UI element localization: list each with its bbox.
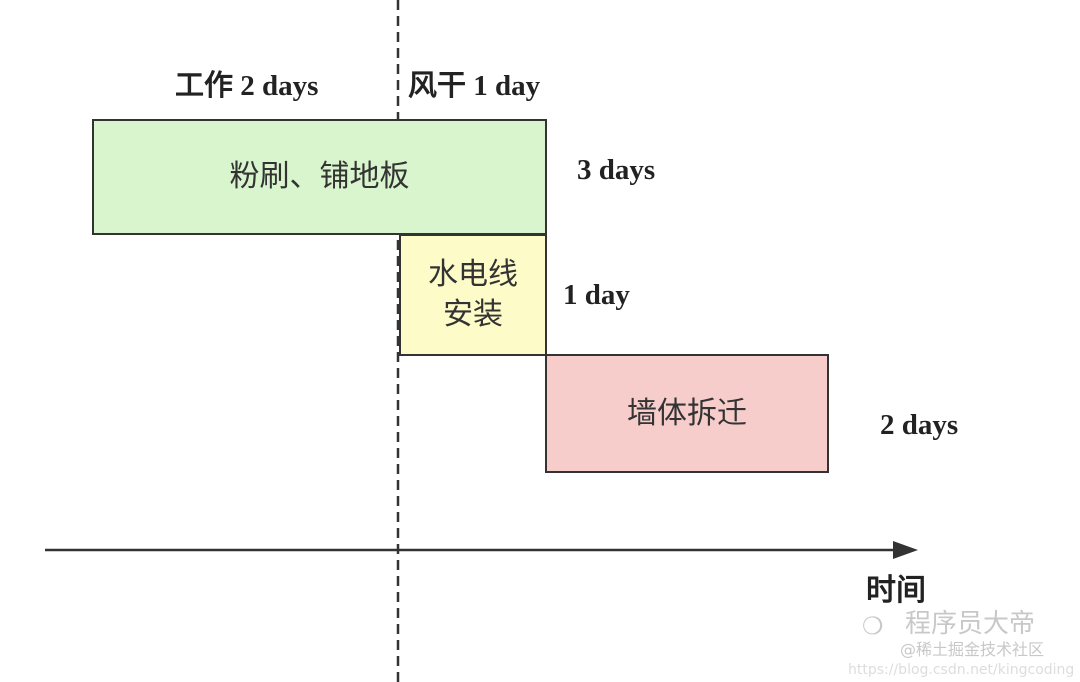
task-demolition: 墙体拆迁 (545, 354, 829, 473)
task-plumbing-electrical: 水电线安装 (399, 234, 547, 356)
task-name: 墙体拆迁 (627, 395, 747, 431)
duration-plaster: 3 days (577, 154, 656, 186)
work-label: 工作 2 days (175, 70, 319, 102)
task-plaster-floor: 粉刷、铺地板 (92, 119, 547, 235)
task-name: 粉刷、铺地板 (229, 159, 410, 194)
watermark-url: https://blog.csdn.net/kingcoding (848, 662, 1075, 678)
dry-label: 风干 1 day (408, 70, 541, 102)
watermark-community: @稀土掘金技术社区 (900, 640, 1045, 659)
time-axis-arrowhead (893, 541, 918, 559)
wechat-icon: ❍ (862, 612, 884, 640)
duration-plumbing: 1 day (563, 279, 630, 311)
time-axis-label: 时间 (866, 574, 926, 607)
duration-demolition: 2 days (880, 409, 959, 441)
task-name: 水电线安装 (428, 257, 518, 332)
watermark-brand: 程序员大帝 (905, 609, 1036, 639)
